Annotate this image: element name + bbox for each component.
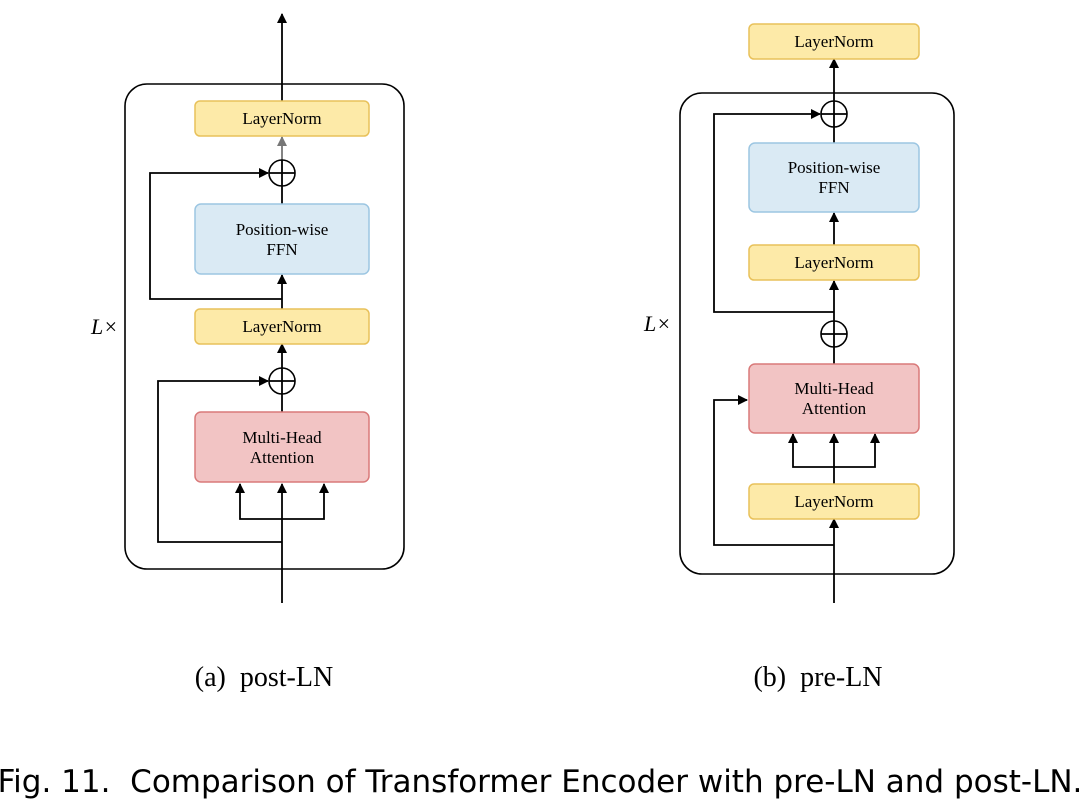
pre-ln-ffn-box: Position-wise FFN xyxy=(748,142,920,213)
post-ln-residual-attention xyxy=(157,376,282,543)
pre-ln-add-icon-attention xyxy=(820,320,848,348)
post-ln-encoder-frame xyxy=(124,83,405,570)
pre-ln-layernorm-attention: LayerNorm xyxy=(748,483,920,520)
pre-ln-caption: (b) pre-LN xyxy=(753,662,882,693)
pre-ln-add-icon-ffn xyxy=(820,100,848,128)
svg-text:LayerNorm: LayerNorm xyxy=(794,253,873,272)
pre-ln-qkv-right xyxy=(834,433,880,468)
svg-text:LayerNorm: LayerNorm xyxy=(242,109,321,128)
post-ln-qkv-left xyxy=(235,483,282,520)
svg-text:Multi-Head: Multi-Head xyxy=(794,379,874,398)
post-ln-add-icon-ffn xyxy=(268,159,296,187)
pre-ln-diagram: LayerNorm Position-wise FFN LayerNorm Mu… xyxy=(643,23,955,693)
svg-text:FFN: FFN xyxy=(266,240,297,259)
pre-ln-layernorm-final: LayerNorm xyxy=(748,23,920,60)
pre-ln-residual-ffn xyxy=(713,109,834,313)
pre-ln-attention-box: Multi-Head Attention xyxy=(748,363,920,434)
post-ln-repeat-label: L× xyxy=(90,314,118,339)
post-ln-add-icon-attention xyxy=(268,367,296,395)
pre-ln-layernorm-ffn: LayerNorm xyxy=(748,244,920,281)
post-ln-attention-box: Multi-Head Attention xyxy=(194,411,370,483)
post-ln-ffn-box: Position-wise FFN xyxy=(194,203,370,275)
post-ln-diagram: LayerNorm Position-wise FFN LayerNorm Mu… xyxy=(90,13,405,693)
svg-text:Position-wise: Position-wise xyxy=(788,158,881,177)
post-ln-caption: (a) post-LN xyxy=(195,662,333,693)
svg-text:Position-wise: Position-wise xyxy=(236,220,329,239)
svg-text:Multi-Head: Multi-Head xyxy=(242,428,322,447)
post-ln-layernorm-mid: LayerNorm xyxy=(194,308,370,345)
svg-text:LayerNorm: LayerNorm xyxy=(794,492,873,511)
pre-ln-repeat-label: L× xyxy=(643,311,671,336)
svg-text:Attention: Attention xyxy=(250,448,315,467)
pre-ln-qkv-left xyxy=(788,433,834,468)
figure-caption: Fig. 11. Comparison of Transformer Encod… xyxy=(0,764,1080,800)
svg-text:FFN: FFN xyxy=(818,178,849,197)
post-ln-qkv-right xyxy=(282,483,329,520)
svg-text:LayerNorm: LayerNorm xyxy=(242,317,321,336)
svg-text:Attention: Attention xyxy=(802,399,867,418)
pre-ln-residual-attention xyxy=(713,395,834,546)
post-ln-layernorm-top: LayerNorm xyxy=(194,100,370,137)
svg-text:LayerNorm: LayerNorm xyxy=(794,32,873,51)
pre-ln-encoder-frame xyxy=(679,92,955,575)
post-ln-residual-ffn xyxy=(149,168,282,300)
